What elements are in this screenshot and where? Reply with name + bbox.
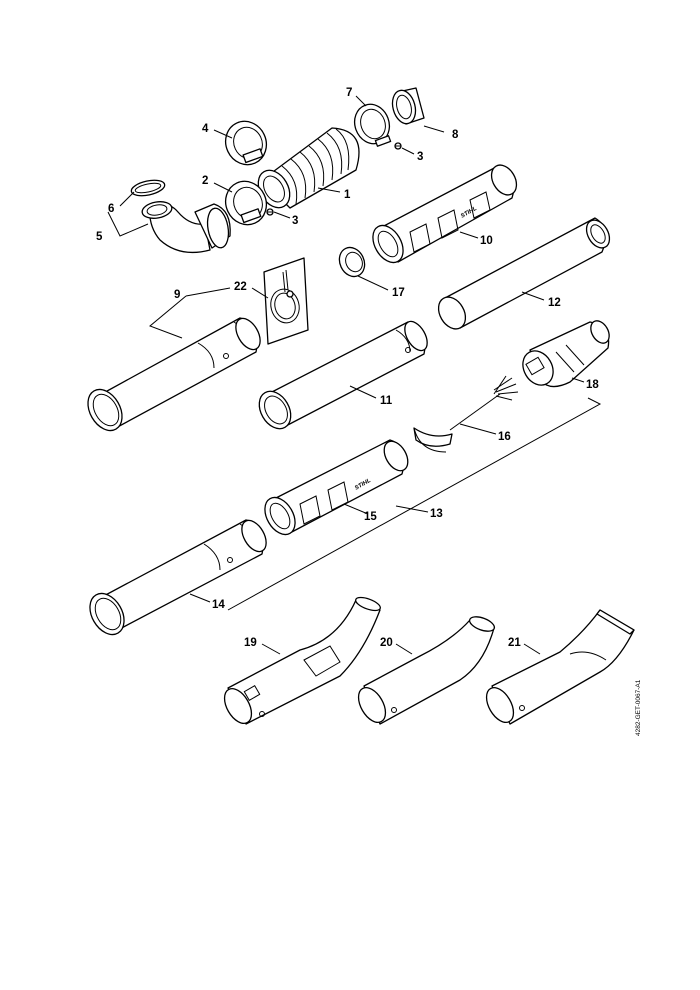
callout-5: 5 [96,231,103,243]
callout-3-upper: 3 [417,151,423,163]
part-11-tube [258,320,428,430]
callout-11: 11 [380,395,393,407]
part-18-nozzle [522,320,610,388]
part-1-flex-hose [257,127,360,209]
callout-22: 22 [234,281,247,293]
part-6-o-ring [130,179,166,197]
part-9-blower-tube [87,317,261,432]
part-17-ring [338,246,366,278]
callout-13: 13 [430,508,443,520]
callout-9: 9 [174,289,180,301]
part-19-curved-nozzle [223,596,381,725]
part-20-curved-nozzle [357,616,496,725]
callout-2: 2 [202,175,208,187]
part-22-inset [263,257,309,345]
part-7-clamp-ring [353,103,392,147]
part-2-hose-clamp [224,180,268,226]
part-4-hose-clamp [224,120,268,166]
callout-8: 8 [452,129,459,141]
callout-7: 7 [346,87,352,99]
callout-21: 21 [508,637,521,649]
callout-12: 12 [548,297,561,309]
part-5-elbow [141,201,231,254]
part-3-screw-lower [266,208,274,216]
callout-1: 1 [344,189,351,201]
part-21-flat-nozzle [485,609,635,725]
part-15-grip-tube: STIHL [264,439,409,536]
part-10-grip-tube: STIHL [372,164,518,264]
callout-4: 4 [202,123,209,135]
drawing-code: 4282-GET-0067-A1 [635,679,642,736]
callout-6: 6 [108,203,114,215]
callout-19: 19 [244,637,257,649]
callout-14: 14 [212,599,225,611]
part-14-blower-tube [89,519,267,636]
part-16-tie [413,375,519,453]
part-8-collar [391,87,425,125]
callout-10: 10 [480,235,493,247]
callout-20: 20 [380,637,393,649]
callout-16: 16 [498,431,511,443]
callout-3-lower: 3 [292,215,298,227]
part-3-screw-upper [394,142,402,150]
callout-labels: 1 2 3 3 4 5 6 7 8 9 10 11 12 13 14 15 16… [96,87,599,649]
callout-17: 17 [392,287,405,299]
callout-15: 15 [364,511,377,523]
part-12-tube [437,217,611,330]
leader-lines [107,95,602,655]
callout-18: 18 [586,379,599,391]
